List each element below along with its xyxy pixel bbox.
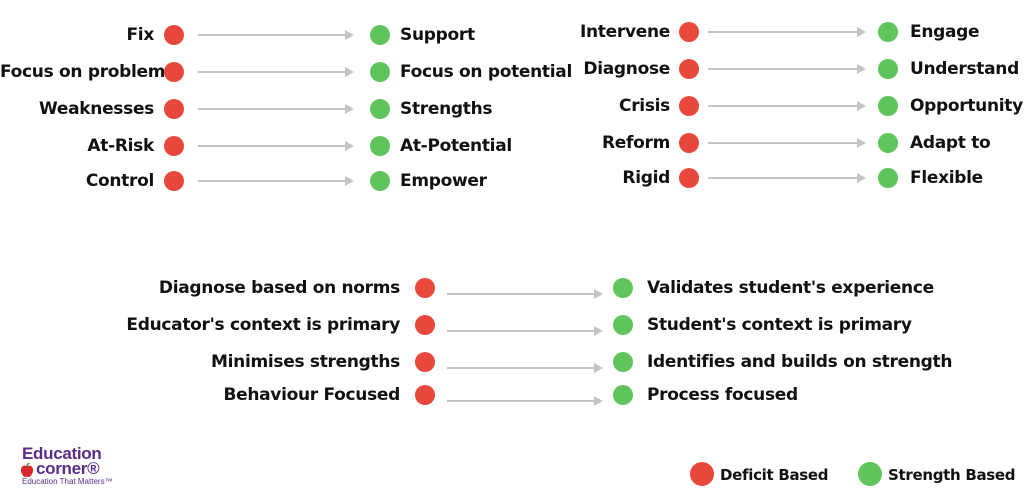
deficit-label: Intervene — [579, 22, 670, 42]
strength-label: Student's context is primary — [647, 315, 912, 335]
deficit-dot — [415, 352, 435, 372]
strength-dot — [878, 22, 898, 42]
strength-dot — [370, 99, 390, 119]
strength-label: Engage — [910, 22, 980, 42]
strength-label: At-Potential — [400, 136, 512, 156]
legend-strength-dot — [858, 462, 882, 486]
deficit-label: Focus on problems — [0, 62, 176, 82]
deficit-dot — [164, 171, 184, 191]
strength-label: Empower — [400, 171, 487, 191]
legend-deficit-label: Deficit Based — [720, 466, 829, 484]
strength-dot — [370, 25, 390, 45]
strength-label: Validates student's experience — [647, 278, 934, 298]
deficit-label: Control — [85, 171, 154, 191]
arrow — [447, 288, 603, 300]
logo-text-line2: corner® — [36, 459, 100, 478]
deficit-label: Fix — [126, 25, 154, 45]
legend-deficit-dot — [690, 462, 714, 486]
arrow — [708, 137, 866, 149]
deficit-dot — [164, 62, 184, 82]
deficit-dot — [415, 385, 435, 405]
arrow — [708, 100, 866, 112]
strength-dot — [878, 168, 898, 188]
strength-dot — [878, 133, 898, 153]
strength-dot — [370, 171, 390, 191]
logo-tagline: Education That Matters™ — [22, 477, 113, 486]
strength-dot — [613, 352, 633, 372]
strength-label: Strengths — [400, 99, 493, 119]
strength-label: Identifies and builds on strength — [647, 352, 953, 372]
deficit-dot — [164, 136, 184, 156]
strength-label: Support — [400, 25, 475, 45]
strength-label: Opportunity — [910, 96, 1023, 116]
strength-label: Adapt to — [910, 133, 991, 153]
arrow — [708, 63, 866, 75]
deficit-label: Weaknesses — [39, 99, 154, 119]
strength-dot — [370, 62, 390, 82]
deficit-dot — [679, 168, 699, 188]
deficit-dot — [164, 25, 184, 45]
deficit-label: Educator's context is primary — [126, 315, 400, 335]
deficit-label: Reform — [602, 133, 670, 153]
arrow — [708, 172, 866, 184]
deficit-label: At-Risk — [87, 136, 154, 156]
deficit-dot — [679, 59, 699, 79]
strength-dot — [613, 278, 633, 298]
logo-text-line1: Education — [22, 444, 102, 463]
legend-strength-label: Strength Based — [888, 466, 1016, 484]
strength-dot — [878, 96, 898, 116]
arrow — [447, 395, 603, 407]
arrow — [447, 325, 603, 337]
arrow — [708, 26, 866, 38]
deficit-label: Diagnose — [583, 59, 670, 79]
deficit-dot — [679, 96, 699, 116]
deficit-label: Rigid — [622, 168, 670, 188]
strength-label: Focus on potential — [400, 62, 572, 82]
strength-dot — [613, 385, 633, 405]
deficit-label: Behaviour Focused — [223, 385, 400, 405]
arrow — [198, 66, 354, 78]
arrow — [198, 140, 354, 152]
deficit-label: Diagnose based on norms — [158, 278, 400, 298]
deficit-label: Minimises strengths — [211, 352, 400, 372]
deficit-dot — [679, 133, 699, 153]
arrow — [447, 362, 603, 374]
education-corner-logo: Education corner® Education That Matters… — [20, 444, 170, 489]
apple-icon — [21, 463, 33, 478]
strength-dot — [613, 315, 633, 335]
arrow — [198, 175, 354, 187]
strength-dot — [878, 59, 898, 79]
deficit-label: Crisis — [619, 96, 670, 116]
arrow — [198, 103, 354, 115]
strength-label: Understand — [910, 59, 1019, 79]
deficit-dot — [679, 22, 699, 42]
strength-label: Flexible — [910, 168, 983, 188]
deficit-dot — [415, 315, 435, 335]
deficit-dot — [415, 278, 435, 298]
strength-dot — [370, 136, 390, 156]
strength-label: Process focused — [647, 385, 798, 405]
arrow — [198, 29, 354, 41]
deficit-dot — [164, 99, 184, 119]
